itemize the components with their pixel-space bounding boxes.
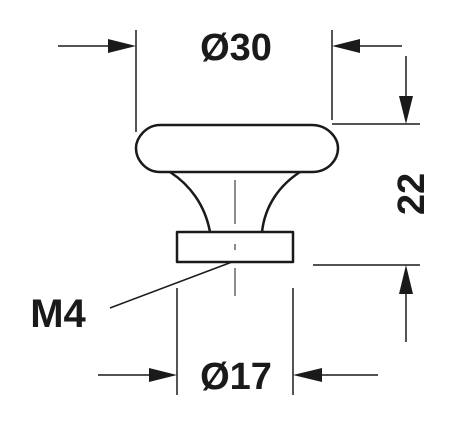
knob-head: [134, 123, 340, 174]
height-arrows: [399, 56, 413, 342]
knob-neck-left: [169, 170, 212, 233]
thread-leader-line: [109, 261, 233, 309]
height-label: 22: [391, 173, 433, 215]
knob-neck-right: [260, 170, 301, 233]
base-diameter-arrows: [98, 368, 378, 382]
knob-outline: [134, 123, 340, 264]
extension-lines: [135, 30, 420, 395]
top-diameter-arrows: [58, 39, 402, 53]
thread-label: M4: [30, 292, 86, 336]
top-diameter-label: Ø30: [200, 27, 272, 69]
knob-base: [175, 230, 295, 264]
base-diameter-label: Ø17: [200, 356, 272, 398]
